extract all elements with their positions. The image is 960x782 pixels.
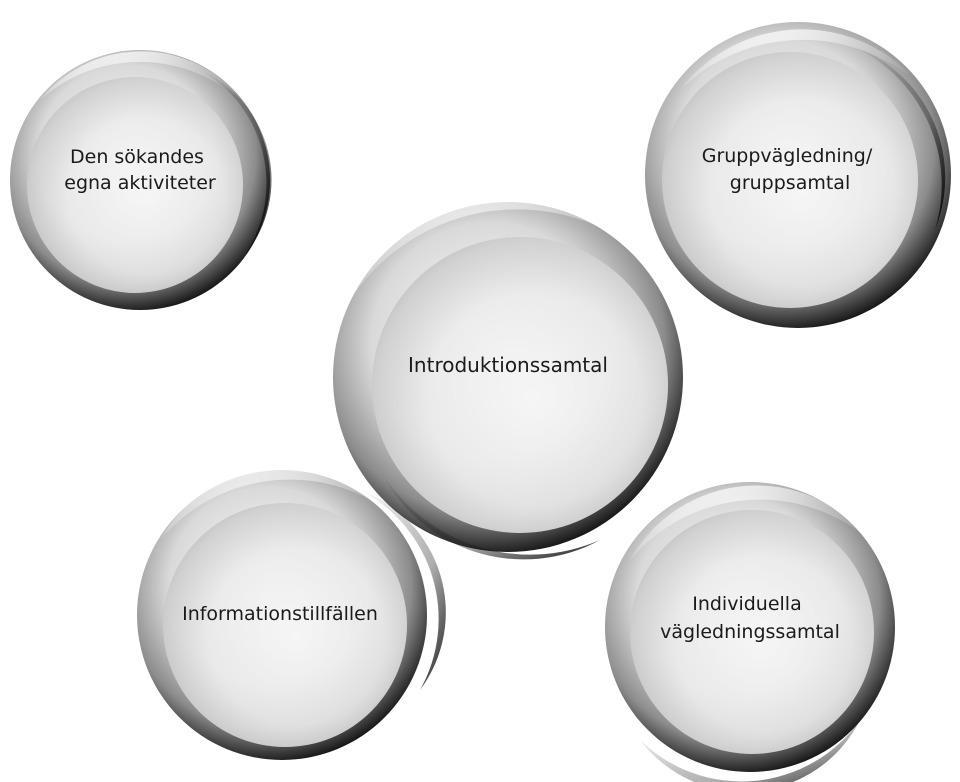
bubble-label-top-left: Den sökandes egna aktiviteter	[64, 146, 216, 194]
bubble-label-bottom-left: Informationstillfällen	[182, 603, 378, 625]
bubble-top-right: Gruppvägledning/ gruppsamtal	[645, 22, 951, 328]
bubble-label-top-right: Gruppvägledning/ gruppsamtal	[702, 145, 879, 194]
bubble-label-bottom-left-line-1: Informationstillfällen	[182, 603, 378, 625]
bubble-label-top-left-line-2: egna aktiviteter	[64, 172, 216, 194]
bubble-label-top-right-line-1: Gruppvägledning/	[702, 145, 873, 167]
bubble-label-center: Introduktionssamtal	[408, 353, 608, 377]
bubble-bottom-right: Individuella vägledningssamtal	[605, 482, 895, 782]
bubble-label-top-right-line-2: gruppsamtal	[730, 172, 850, 194]
bubble-label-bottom-right-line-1: Individuella	[692, 593, 802, 615]
bubble-top-left: Den sökandes egna aktiviteter	[10, 50, 272, 310]
bubble-label-center-line-1: Introduktionssamtal	[408, 353, 608, 377]
bubble-bottom-left: Informationstillfällen	[137, 465, 446, 760]
bubble-label-top-left-line-1: Den sökandes	[70, 146, 204, 168]
bubble-label-bottom-right-line-2: vägledningssamtal	[660, 621, 840, 643]
bubble-label-bottom-right: Individuella vägledningssamtal	[660, 593, 840, 643]
bubble-center: Introduktionssamtal	[333, 185, 683, 560]
